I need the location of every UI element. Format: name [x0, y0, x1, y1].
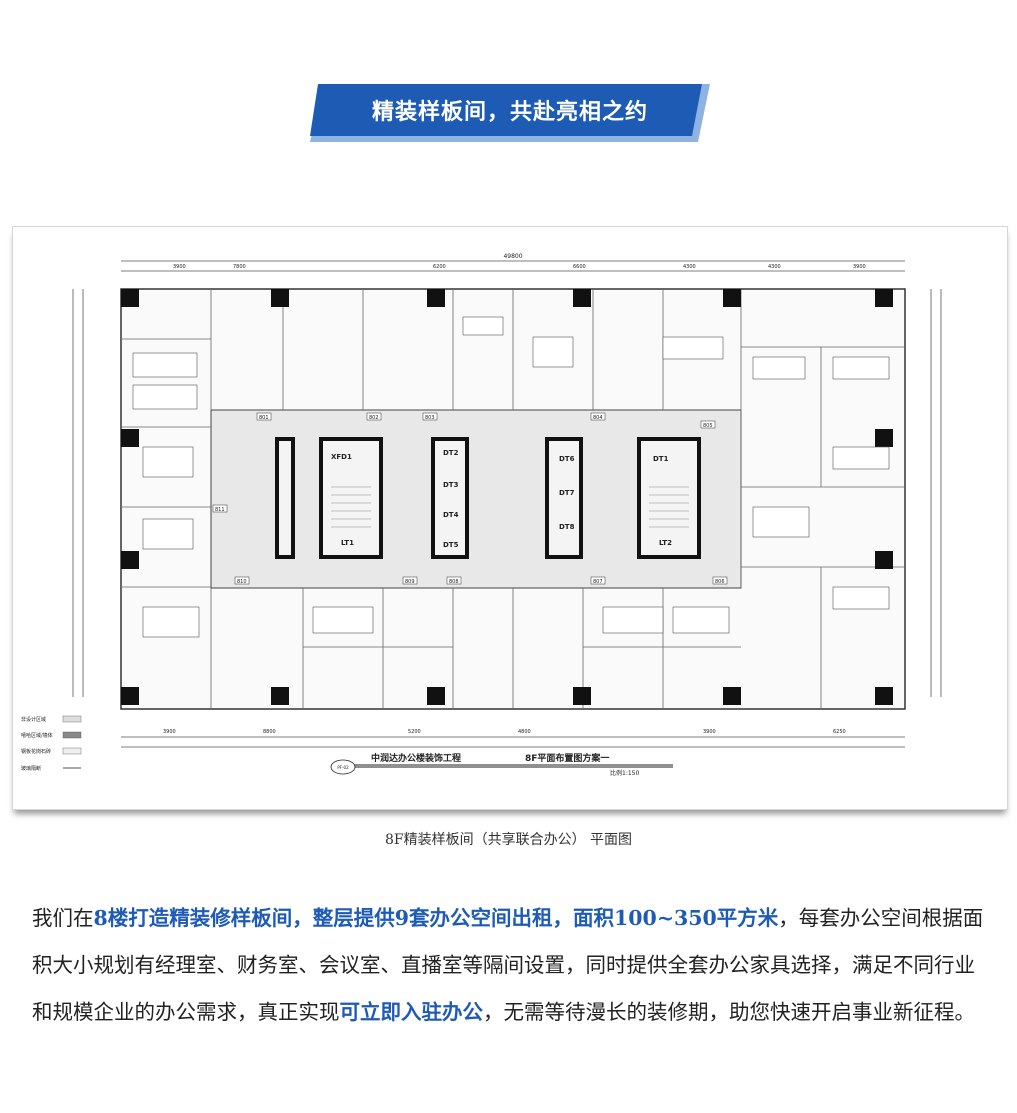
top-dimension: 7800	[233, 264, 246, 270]
elevator-label: DT7	[559, 489, 575, 497]
legend-item: 非设计区域	[21, 716, 46, 723]
legend-item: 钢板花岗石砖	[21, 748, 51, 755]
legend-item: 嘻哈区域/墙体	[21, 732, 53, 739]
room-number: 803	[425, 415, 435, 421]
text-run: ，每套办公空间根据面积大小规划有经理室、财务室、会议室、直播室等隔间设置，同时提…	[32, 906, 984, 1024]
elevator-label: DT2	[443, 449, 459, 457]
elevator-label: DT8	[559, 523, 575, 531]
highlight-text: 可立即入驻办公	[339, 1000, 484, 1024]
room-number: 811	[215, 507, 225, 513]
total-dimension: 49800	[503, 253, 522, 260]
drawing-name: 8F平面布置图方案一	[525, 752, 609, 764]
highlight-text: 8楼打造精装修样板间，整层提供9套办公空间出租，面积100~350平方米	[93, 906, 779, 930]
drawing-scale: 比例1:150	[610, 769, 639, 777]
room-number: 802	[369, 415, 379, 421]
bottom-dimension: 3900	[163, 729, 176, 735]
drawing-number: PF-02	[337, 765, 349, 770]
elevator-label: DT4	[443, 511, 459, 519]
legend-item: 玻璃隔断	[21, 765, 41, 772]
floor-plan-drawing: 49800 3900 7800 6200 6600 4300 4300 3900…	[21, 253, 942, 777]
top-dimension: 3900	[173, 264, 186, 270]
project-name: 中润达办公楼装饰工程	[371, 752, 461, 764]
elevator-label: DT3	[443, 481, 459, 489]
bottom-dimension: 6250	[833, 729, 846, 735]
elevator-label: XFD1	[331, 453, 352, 461]
section-banner: 精装样板间，共赴亮相之约	[310, 84, 710, 142]
stair-label: LT2	[659, 539, 672, 547]
banner-title: 精装样板间，共赴亮相之约	[371, 100, 648, 125]
text-run: ，无需等待漫长的装修期，助您快速开启事业新征程。	[483, 1000, 975, 1024]
top-dimension: 6600	[573, 264, 586, 270]
room-number: 807	[593, 579, 603, 585]
top-dimension: 4300	[683, 264, 696, 270]
elevator-label: DT6	[559, 455, 575, 463]
floor-plan-image: 49800 3900 7800 6200 6600 4300 4300 3900…	[12, 226, 1008, 810]
text-run: 我们在	[32, 906, 94, 930]
figure-caption: 8F精装样板间（共享联合办公） 平面图	[384, 832, 633, 848]
bottom-dimension: 3900	[703, 729, 716, 735]
bottom-dimension: 5200	[408, 729, 421, 735]
elevator-label: DT5	[443, 541, 459, 549]
room-number: 805	[703, 423, 713, 429]
stair-label: LT1	[341, 539, 354, 547]
top-dimension: 3900	[853, 264, 866, 270]
bottom-dimension: 4800	[518, 729, 531, 735]
room-number: 804	[593, 415, 603, 421]
room-number: 809	[405, 579, 415, 585]
room-number: 810	[237, 579, 247, 585]
room-number: 806	[715, 579, 725, 585]
room-number: 801	[259, 415, 269, 421]
elevator-label: DT1	[653, 455, 669, 463]
bottom-dimension: 8800	[263, 729, 276, 735]
description-paragraph: 我们在8楼打造精装修样板间，整层提供9套办公空间出租，面积100~350平方米，…	[32, 895, 992, 1036]
top-dimension: 6200	[433, 264, 446, 270]
top-dimension: 4300	[768, 264, 781, 270]
banner-shape	[310, 84, 710, 142]
room-number: 808	[449, 579, 459, 585]
